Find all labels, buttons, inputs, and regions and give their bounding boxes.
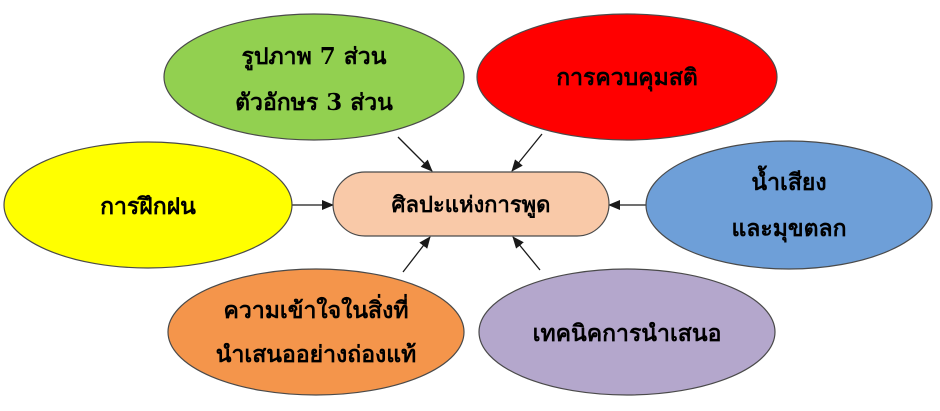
node-self-control-label: การควบคุมสติ — [556, 64, 698, 92]
node-picture-label-line-1: รูปภาพ 7 ส่วน — [242, 43, 387, 71]
arrow-presentation-to-center — [512, 236, 541, 271]
node-self-control: การควบคุมสติ — [476, 13, 778, 141]
arrows-layer — [290, 133, 650, 273]
arrow-understanding-to-center — [402, 236, 431, 273]
node-tone-humor-ellipse — [645, 140, 933, 270]
node-picture-label-line-2: ตัวอักษร 3 ส่วน — [235, 89, 393, 116]
center-node-box — [332, 171, 610, 237]
center-node-label: ศิลปะแห่งการพูด — [392, 192, 551, 219]
node-picture-ellipse — [163, 13, 465, 141]
center-node: ศิลปะแห่งการพูด — [332, 171, 610, 237]
node-understanding: ความเข้าใจในสิ่งที่ นำเสนออย่างถ่องแท้ — [167, 268, 465, 396]
node-understanding-ellipse — [167, 268, 465, 396]
arrow-self-control-to-center — [511, 133, 543, 172]
node-understanding-label-line-2: นำเสนออย่างถ่องแท้ — [216, 341, 416, 368]
node-presentation: เทคนิคการนำเสนอ — [478, 268, 776, 396]
node-presentation-label: เทคนิคการนำเสนอ — [533, 320, 722, 347]
node-picture: รูปภาพ 7 ส่วน ตัวอักษร 3 ส่วน — [163, 13, 465, 141]
node-self-control-ellipse — [476, 13, 778, 141]
node-tone-humor-label-line-1: น้ำเสียง — [751, 165, 826, 196]
node-practice: การฝึกฝน — [3, 141, 293, 269]
node-presentation-ellipse — [478, 268, 776, 396]
node-practice-label: การฝึกฝน — [100, 193, 196, 220]
arrow-picture-to-center — [397, 136, 433, 172]
node-tone-humor-label-line-2: และมุขตลก — [731, 215, 846, 243]
node-practice-ellipse — [3, 141, 293, 269]
node-understanding-label-line-1: ความเข้าใจในสิ่งที่ — [224, 293, 409, 324]
node-tone-humor: น้ำเสียง และมุขตลก — [645, 140, 933, 270]
